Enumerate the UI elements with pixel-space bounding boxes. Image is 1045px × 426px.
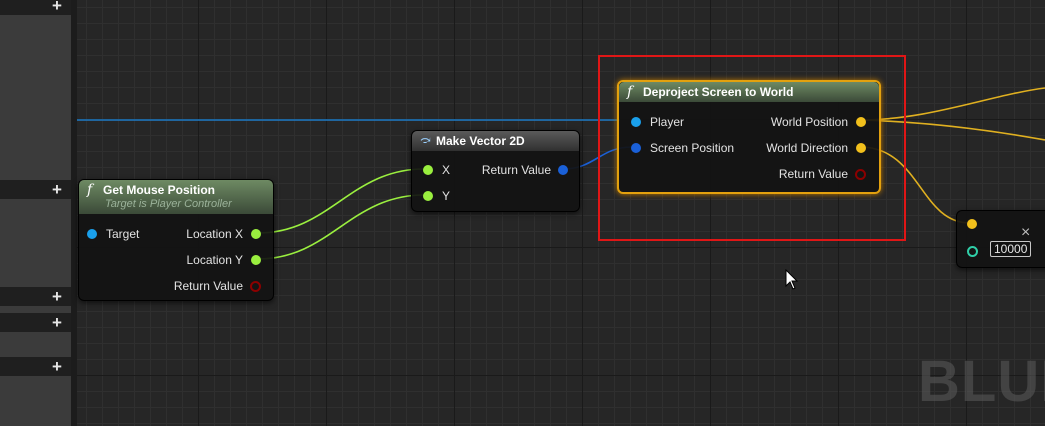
world-position-wire bbox=[859, 87, 1045, 121]
multiplier-input[interactable]: 10000 bbox=[990, 241, 1032, 257]
pin-label: Return Value bbox=[481, 163, 551, 177]
left-panel-row: + bbox=[0, 357, 71, 376]
watermark-text: BLUE bbox=[918, 349, 1045, 414]
world-direction-pin[interactable] bbox=[856, 143, 866, 153]
location-x-pin[interactable] bbox=[251, 229, 261, 239]
node-title: Make Vector 2D bbox=[436, 134, 525, 148]
location-y-pin[interactable] bbox=[251, 255, 261, 265]
return-value-pin[interactable] bbox=[558, 165, 568, 175]
add-button[interactable]: + bbox=[52, 180, 62, 199]
node-title: Deproject Screen to World bbox=[643, 85, 794, 99]
left-panel-row: + bbox=[0, 180, 71, 199]
y-pin[interactable] bbox=[423, 191, 433, 201]
pin-label: X bbox=[442, 163, 451, 177]
pin-label: Return Value bbox=[778, 167, 848, 181]
multiply-node[interactable]: 10000 × bbox=[956, 210, 1045, 268]
make-struct-icon: ⤼ bbox=[420, 133, 431, 148]
target-pin[interactable] bbox=[87, 229, 97, 239]
world-position-wire-2 bbox=[859, 119, 1045, 141]
pin-label: Screen Position bbox=[650, 141, 735, 155]
left-panel-row: + bbox=[0, 313, 71, 332]
vector-input-pin[interactable] bbox=[967, 219, 977, 229]
mouse-cursor-icon bbox=[785, 269, 799, 290]
panel-splitter[interactable] bbox=[71, 0, 77, 426]
world-position-pin[interactable] bbox=[856, 117, 866, 127]
location-y-wire bbox=[257, 194, 425, 260]
add-button[interactable]: + bbox=[52, 313, 62, 332]
deproject-screen-to-world-node[interactable]: f Deproject Screen to World Player Scree… bbox=[617, 80, 881, 194]
pin-label: Location X bbox=[186, 227, 243, 241]
pin-label: Target bbox=[106, 227, 140, 241]
pin-label: Player bbox=[650, 115, 685, 129]
player-pin[interactable] bbox=[631, 117, 641, 127]
add-button[interactable]: + bbox=[52, 287, 62, 306]
node-header[interactable]: f Get Mouse Position Target is Player Co… bbox=[79, 180, 273, 214]
pin-label: Return Value bbox=[173, 279, 243, 293]
pin-label: World Position bbox=[770, 115, 848, 129]
left-panel-row: + bbox=[0, 287, 71, 306]
x-pin[interactable] bbox=[423, 165, 433, 175]
add-button[interactable]: + bbox=[52, 0, 62, 15]
left-panel: + + + + + bbox=[0, 0, 71, 426]
pin-label: World Direction bbox=[766, 141, 848, 155]
node-header[interactable]: ⤼ Make Vector 2D bbox=[412, 131, 579, 151]
function-icon: f bbox=[87, 182, 93, 198]
return-value-pin[interactable] bbox=[250, 281, 261, 292]
pin-label: Location Y bbox=[186, 253, 244, 267]
get-mouse-position-node[interactable]: f Get Mouse Position Target is Player Co… bbox=[78, 179, 274, 301]
close-icon[interactable]: × bbox=[1021, 224, 1031, 241]
pin-label: Y bbox=[442, 189, 451, 203]
left-panel-row: + bbox=[0, 0, 71, 15]
float-input-pin[interactable] bbox=[967, 246, 978, 257]
location-x-wire bbox=[257, 168, 425, 234]
make-vector-2d-node[interactable]: ⤼ Make Vector 2D X Y Return Value bbox=[411, 130, 580, 212]
screen-position-pin[interactable] bbox=[631, 143, 641, 153]
function-icon: f bbox=[627, 84, 633, 100]
node-title: Get Mouse Position bbox=[103, 183, 216, 197]
node-header[interactable]: f Deproject Screen to World bbox=[619, 82, 879, 102]
return-value-pin[interactable] bbox=[855, 169, 866, 180]
highlight-annotation-box bbox=[598, 55, 906, 241]
add-button[interactable]: + bbox=[52, 357, 62, 376]
node-subtitle: Target is Player Controller bbox=[105, 198, 232, 210]
